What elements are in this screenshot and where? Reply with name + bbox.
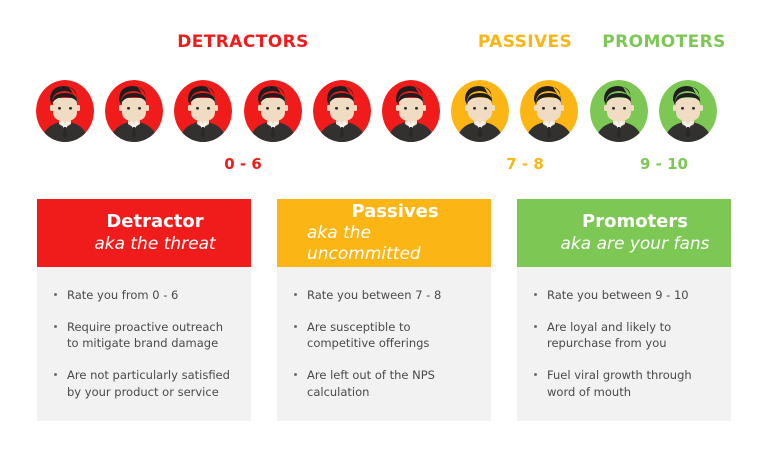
card-title: Promoters <box>582 210 688 232</box>
bullet-dot-icon <box>54 324 57 328</box>
bullet-list-promoters: Rate you between 9 - 10 Are loyal and li… <box>531 287 717 400</box>
person-avatar-icon <box>174 80 233 142</box>
card-body-passives: Rate you between 7 - 8 Are susceptible t… <box>277 267 491 410</box>
bullet-list-passives: Rate you between 7 - 8 Are susceptible t… <box>291 287 477 400</box>
bullet-text: Are left out of the NPS calculation <box>307 368 435 399</box>
bullet-text: Rate you between 7 - 8 <box>307 288 442 302</box>
bullet-text: Fuel viral growth through word of mouth <box>547 368 692 399</box>
bullet-text: Are not particularly satisfied by your p… <box>67 368 230 399</box>
bullet-text: Require proactive outreach to mitigate b… <box>67 319 224 351</box>
score-range-detractors: 0 - 6 <box>224 155 262 173</box>
bullet-dot-icon <box>534 324 537 328</box>
person-avatar-icon <box>589 80 648 142</box>
bullet-text: Are susceptible to competitive offerings <box>307 319 430 351</box>
bullet-list-detractor: Rate you from 0 - 6 Require proactive ou… <box>51 287 237 400</box>
list-item: Rate you between 9 - 10 <box>531 287 717 304</box>
person-avatar-icon <box>658 80 717 142</box>
list-item: Are left out of the NPS calculation <box>291 367 477 400</box>
list-item: Fuel viral growth through word of mouth <box>531 367 717 400</box>
avatar-row <box>0 80 768 144</box>
card-body-promoters: Rate you between 9 - 10 Are loyal and li… <box>517 267 731 410</box>
person-avatar-icon <box>520 80 579 142</box>
list-item: Rate you between 7 - 8 <box>291 287 477 304</box>
list-item: Are susceptible to competitive offerings <box>291 319 477 352</box>
person-avatar-icon <box>243 80 302 142</box>
card-title: Passives <box>351 200 439 222</box>
heading-promoters: PROMOTERS <box>602 32 726 52</box>
card-header-detractor: Detractor aka the threat <box>37 199 251 267</box>
list-item: Require proactive outreach to mitigate b… <box>51 319 237 352</box>
person-avatar-icon <box>312 80 371 142</box>
person-avatar-icon <box>382 80 440 142</box>
list-item: Are loyal and likely to repurchase from … <box>531 319 717 352</box>
card-body-detractor: Rate you from 0 - 6 Require proactive ou… <box>37 267 251 410</box>
heading-detractors: DETRACTORS <box>177 32 309 52</box>
card-header-promoters: Promoters aka are your fans <box>517 199 731 267</box>
bullet-text: Rate you between 9 - 10 <box>547 288 689 302</box>
card-header-passives: Passives aka the uncommitted <box>277 199 491 267</box>
score-range-promoters: 9 - 10 <box>640 155 688 173</box>
person-avatar-icon <box>36 80 94 142</box>
bullet-dot-icon <box>54 293 57 296</box>
segment-cards-row: Detractor aka the threat Rate you from 0… <box>0 199 768 421</box>
bullet-dot-icon <box>54 373 57 377</box>
heading-passives: PASSIVES <box>477 32 573 52</box>
card-subtitle: aka the threat <box>94 233 216 254</box>
score-range-row: 0 - 6 7 - 8 9 - 10 <box>0 155 768 179</box>
bullet-dot-icon <box>294 324 297 328</box>
bullet-dot-icon <box>294 373 297 377</box>
bullet-dot-icon <box>294 293 297 296</box>
bullet-dot-icon <box>534 373 537 377</box>
card-title: Detractor <box>106 210 204 232</box>
list-item: Are not particularly satisfied by your p… <box>51 367 237 400</box>
bullet-dot-icon <box>534 293 537 296</box>
bullet-text: Rate you from 0 - 6 <box>67 288 179 302</box>
card-subtitle: aka the uncommitted <box>307 223 421 264</box>
list-item: Rate you from 0 - 6 <box>51 287 237 304</box>
card-promoters: Promoters aka are your fans Rate you bet… <box>517 199 731 421</box>
card-subtitle: aka are your fans <box>560 233 710 254</box>
card-passives: Passives aka the uncommitted Rate you be… <box>277 199 491 421</box>
segment-headings-row: DETRACTORS PASSIVES PROMOTERS <box>0 32 768 60</box>
person-avatar-icon <box>105 80 164 142</box>
score-range-passives: 7 - 8 <box>506 155 544 173</box>
person-avatar-icon <box>451 80 510 142</box>
bullet-text: Are loyal and likely to repurchase from … <box>547 319 672 351</box>
card-detractor: Detractor aka the threat Rate you from 0… <box>37 199 251 421</box>
